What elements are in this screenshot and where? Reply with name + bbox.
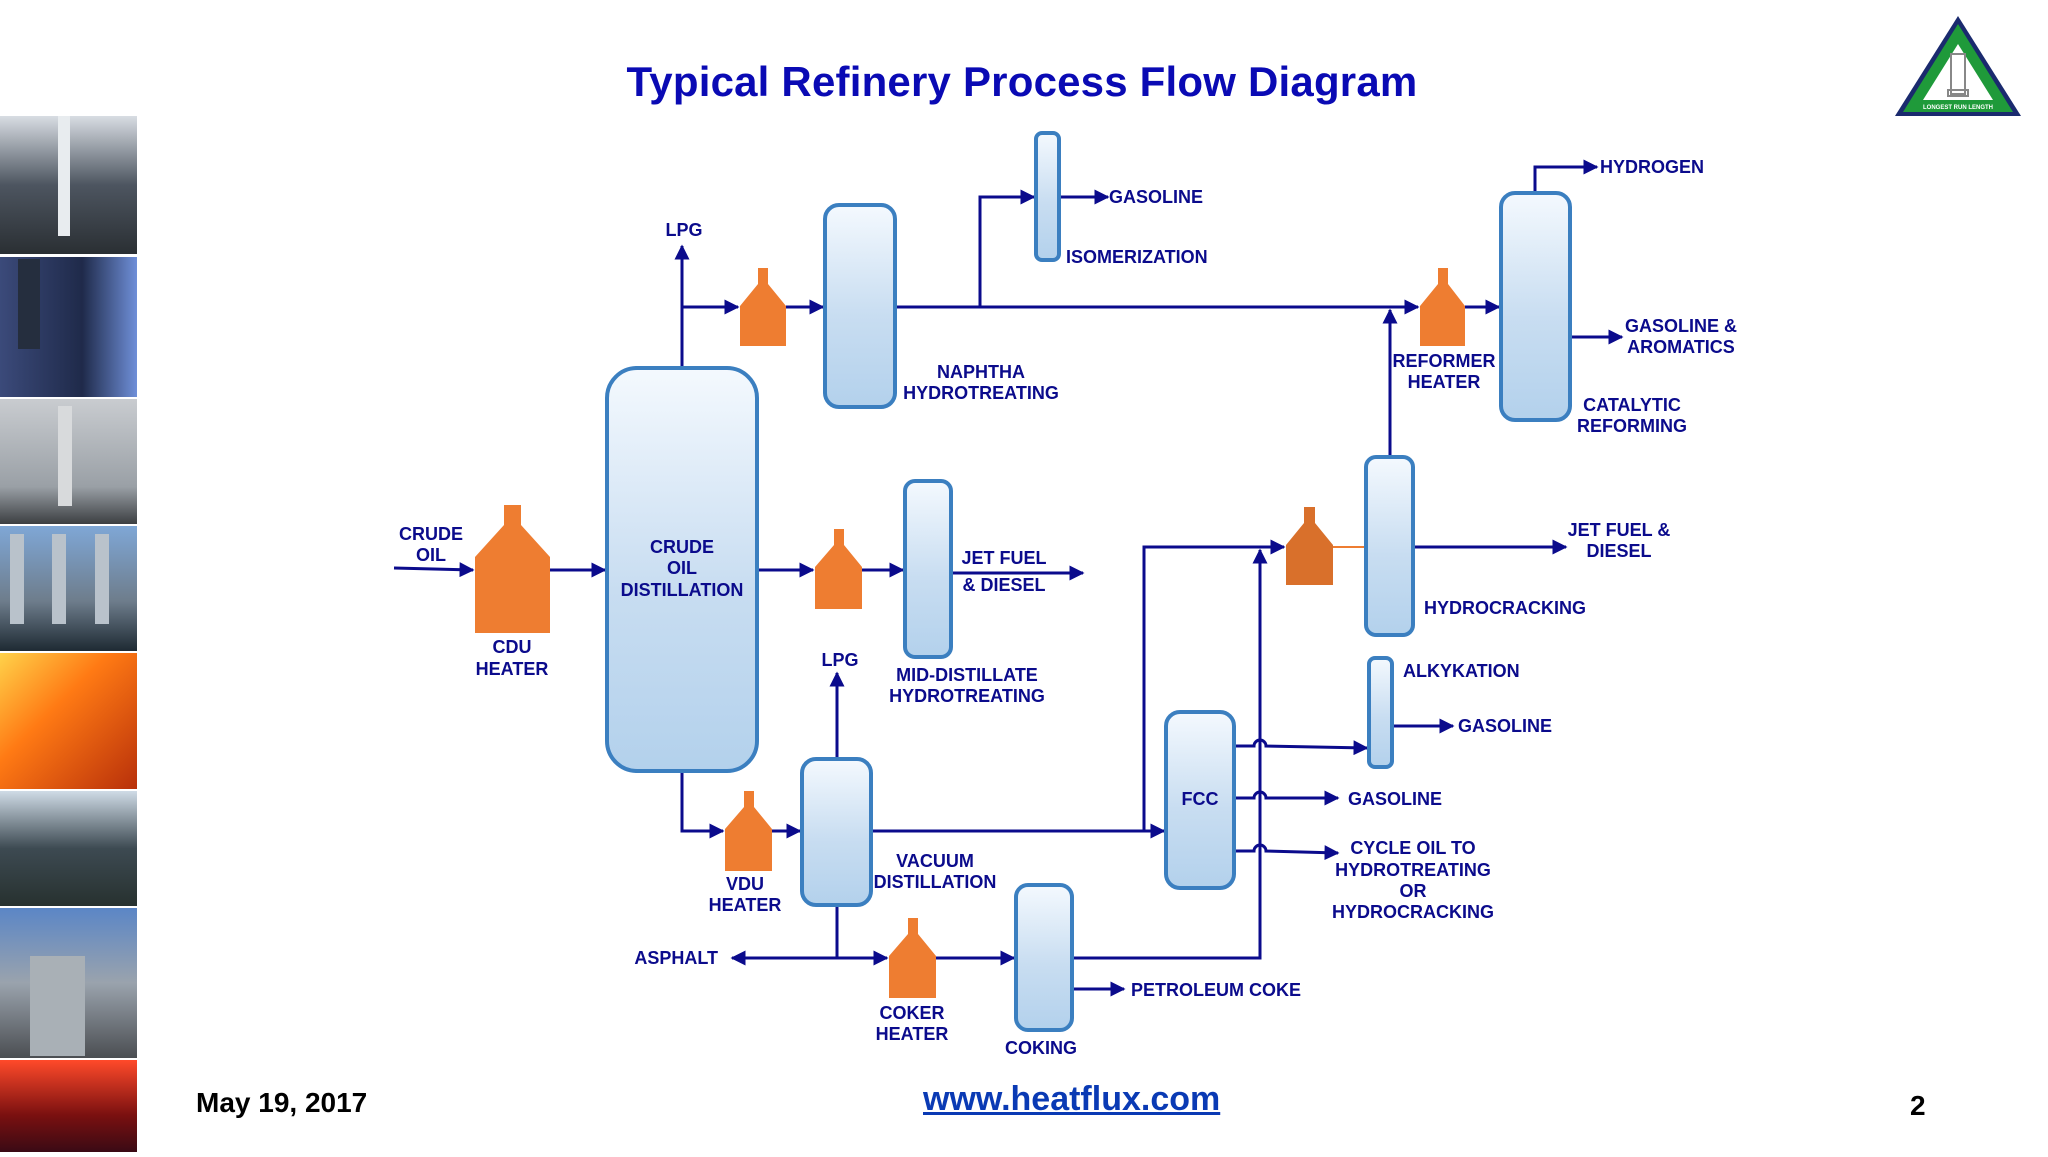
stream-fcc-to-alkylation bbox=[1234, 738, 1369, 756]
heaters bbox=[475, 268, 1465, 998]
photo-strip bbox=[0, 116, 137, 1152]
mid-distillate-heater-icon[interactable] bbox=[815, 529, 862, 609]
label-vacuum-2: DISTILLATION bbox=[874, 872, 997, 892]
label-crude-distillation-2: OIL bbox=[667, 558, 697, 578]
label-jet-fuel-mid-1: JET FUEL bbox=[961, 548, 1046, 568]
label-lpg-top: LPG bbox=[665, 220, 702, 240]
page-number: 2 bbox=[1910, 1090, 1926, 1121]
photo-detail-stack bbox=[58, 406, 72, 506]
vessels bbox=[605, 131, 1572, 1032]
label-cdu-heater-2: HEATER bbox=[476, 659, 549, 679]
label-catalytic-reforming-2: REFORMING bbox=[1577, 416, 1687, 436]
label-cycle-oil-4: HYDROCRACKING bbox=[1332, 902, 1494, 922]
mid-distillate-hydrotreating-column[interactable] bbox=[903, 479, 953, 659]
label-crude-oil-2: OIL bbox=[416, 545, 446, 565]
photo-detail-stack bbox=[18, 259, 40, 349]
label-gasoline-aromatics-1: GASOLINE & bbox=[1625, 316, 1737, 336]
label-jet-fuel-mid-2: & DIESEL bbox=[962, 575, 1045, 595]
naphtha-hydrotreating-column[interactable] bbox=[823, 203, 897, 409]
label-naphtha-2: HYDROTREATING bbox=[903, 383, 1059, 403]
photo-detail-tower bbox=[30, 956, 85, 1056]
label-alkylation: ALKYKATION bbox=[1403, 661, 1520, 681]
label-vacuum-1: VACUUM bbox=[896, 851, 974, 871]
photo-detail-stack bbox=[58, 116, 70, 236]
heatflux-triangle-logo-icon: LONGEST RUN LENGTH bbox=[1895, 16, 2021, 116]
label-mid-distillate-1: MID-DISTILLATE bbox=[896, 665, 1038, 685]
label-cycle-oil-1: CYCLE OIL TO bbox=[1350, 838, 1475, 858]
fcc-unit[interactable] bbox=[1164, 710, 1236, 890]
stream-coker-gasoil-up bbox=[1060, 548, 1268, 960]
catalytic-reforming-column[interactable] bbox=[1499, 191, 1572, 422]
vdu-heater-icon[interactable] bbox=[725, 791, 772, 871]
label-hydrogen: HYDROGEN bbox=[1600, 157, 1704, 177]
label-hydrocracking: HYDROCRACKING bbox=[1424, 598, 1586, 618]
label-cycle-oil-2: HYDROTREATING bbox=[1335, 860, 1491, 880]
photo-detail-stack bbox=[95, 534, 109, 624]
label-asphalt: ASPHALT bbox=[634, 948, 718, 968]
photo-burner-glow bbox=[0, 1060, 137, 1152]
stream-fcc-cycle-oil bbox=[1234, 843, 1340, 861]
label-cdu-heater-1: CDU bbox=[493, 637, 532, 657]
stream-crude-oil-in bbox=[393, 562, 475, 578]
labels: CRUDE OIL CRUDE OIL DISTILLATION CDU HEA… bbox=[399, 157, 1737, 1058]
photo-furnace-flames bbox=[0, 653, 137, 789]
crude-oil-distillation-column[interactable] bbox=[605, 366, 759, 773]
label-alky-gasoline: GASOLINE bbox=[1458, 716, 1552, 736]
label-vdu-heater-2: HEATER bbox=[709, 895, 782, 915]
slide-title-container: Typical Refinery Process Flow Diagram bbox=[0, 58, 2048, 106]
label-coker-heater-2: HEATER bbox=[876, 1024, 949, 1044]
label-jet-fuel-hc-1: JET FUEL & bbox=[1568, 520, 1671, 540]
footer-date: May 19, 2017 bbox=[196, 1087, 368, 1118]
label-mid-distillate-2: HYDROTREATING bbox=[889, 686, 1045, 706]
label-lpg-vacuum: LPG bbox=[821, 650, 858, 670]
photo-detail-stack bbox=[10, 534, 24, 624]
label-reformer-heater-2: HEATER bbox=[1408, 372, 1481, 392]
label-crude-oil-1: CRUDE bbox=[399, 524, 463, 544]
logo-bottom-text: LONGEST RUN LENGTH bbox=[1923, 105, 1993, 111]
label-fcc-gasoline: GASOLINE bbox=[1348, 789, 1442, 809]
label-crude-distillation-3: DISTILLATION bbox=[621, 580, 744, 600]
stream-bottoms-to-vdu bbox=[680, 771, 725, 839]
hydrocracking-column[interactable] bbox=[1364, 455, 1415, 637]
label-cycle-oil-3: OR bbox=[1400, 881, 1427, 901]
label-vdu-heater-1: VDU bbox=[726, 874, 764, 894]
company-logo: LONGEST RUN LENGTH bbox=[1893, 14, 2023, 118]
flow-lines bbox=[393, 159, 1624, 997]
stream-fcc-gasoline bbox=[1234, 790, 1340, 806]
photo-detail-stack bbox=[52, 534, 66, 624]
label-gasoline-aromatics-2: AROMATICS bbox=[1627, 337, 1735, 357]
label-reformer-heater-1: REFORMER bbox=[1393, 351, 1496, 371]
stream-vgo-to-hc-heater bbox=[1142, 539, 1286, 831]
alkylation-column[interactable] bbox=[1367, 656, 1394, 769]
label-isomerization: ISOMERIZATION bbox=[1066, 247, 1208, 267]
label-petroleum-coke: PETROLEUM COKE bbox=[1131, 980, 1301, 1000]
naphtha-heater-icon[interactable] bbox=[740, 268, 786, 346]
coking-drum[interactable] bbox=[1014, 883, 1074, 1032]
label-coking: COKING bbox=[1005, 1038, 1077, 1058]
label-crude-distillation-1: CRUDE bbox=[650, 537, 714, 557]
label-coker-heater-1: COKER bbox=[879, 1003, 944, 1023]
reformer-heater-icon[interactable] bbox=[1420, 268, 1465, 346]
stream-to-isomerization bbox=[978, 189, 1036, 307]
hydrocracking-heater-icon[interactable] bbox=[1286, 507, 1333, 585]
label-naphtha-1: NAPHTHA bbox=[937, 362, 1025, 382]
vacuum-distillation-column[interactable] bbox=[800, 757, 873, 907]
photo-strip-graphics bbox=[0, 116, 137, 1152]
stream-hydrogen bbox=[1533, 159, 1599, 193]
footer-website-link[interactable]: www.heatflux.com bbox=[923, 1080, 1221, 1118]
label-isom-gasoline: GASOLINE bbox=[1109, 187, 1203, 207]
label-catalytic-reforming-1: CATALYTIC bbox=[1583, 395, 1681, 415]
label-jet-fuel-hc-2: DIESEL bbox=[1586, 541, 1651, 561]
slide-title: Typical Refinery Process Flow Diagram bbox=[626, 58, 1418, 105]
photo-process-units bbox=[0, 791, 137, 906]
isomerization-column[interactable] bbox=[1034, 131, 1061, 262]
label-fcc: FCC bbox=[1182, 789, 1219, 809]
cdu-heater-icon[interactable] bbox=[475, 505, 550, 633]
coker-heater-icon[interactable] bbox=[889, 918, 936, 998]
